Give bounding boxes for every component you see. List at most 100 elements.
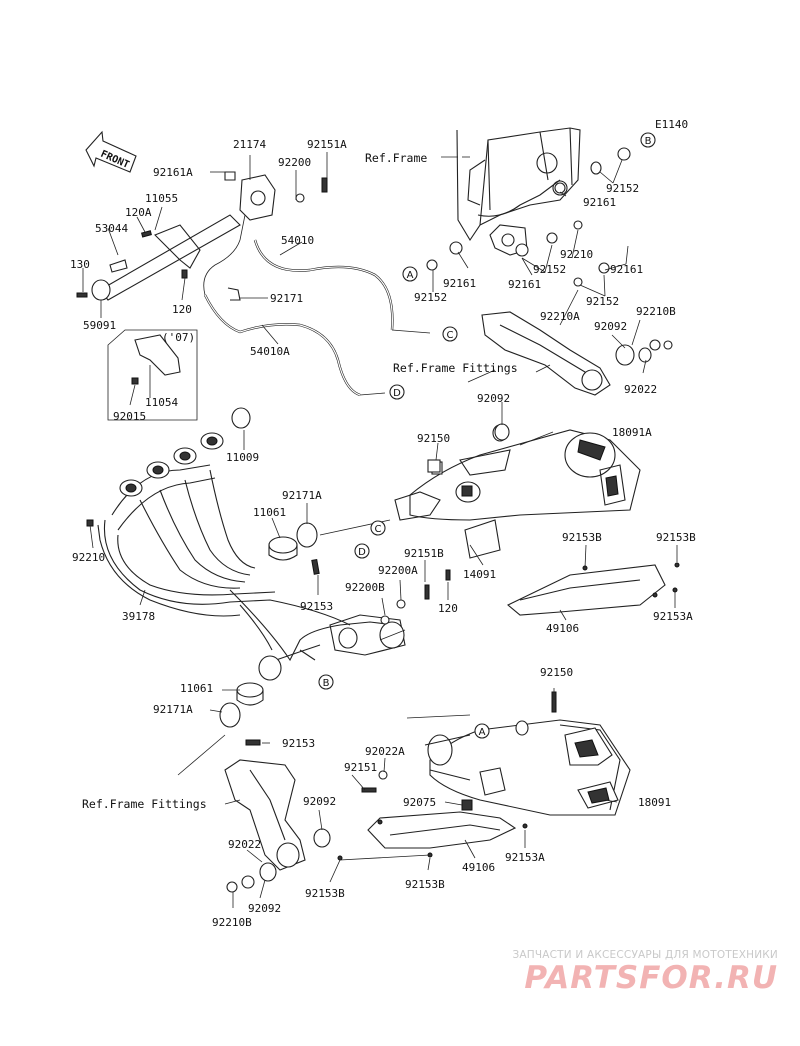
svg-text:C: C: [375, 524, 382, 535]
part-label: 92153: [300, 600, 333, 613]
part-label: 130: [70, 258, 90, 271]
part-label: 92150: [417, 432, 450, 445]
part-label: 54010: [281, 234, 314, 247]
part-label: 92153: [282, 737, 315, 750]
frame-drawing: [456, 127, 581, 256]
callout-a-bottom: A: [474, 723, 490, 739]
part-label: 92152: [533, 263, 566, 276]
part-label: 21174: [233, 138, 266, 151]
part-label: 92171: [270, 292, 303, 305]
header-rings: [119, 432, 224, 497]
throttle-cables: [203, 214, 431, 397]
muffler-bottom: [424, 719, 631, 816]
part-label: 92161: [508, 278, 541, 291]
part-label: 120A: [125, 206, 152, 219]
part-label: 92152: [606, 182, 639, 195]
svg-text:A: A: [407, 270, 414, 281]
part-label: 92152: [586, 295, 619, 308]
part-label: 92210A: [540, 310, 580, 323]
part-label: 92210: [72, 551, 105, 564]
heat-guard-mid: [506, 562, 680, 616]
callout-c-mid: C: [370, 520, 386, 536]
part-label: 92150: [540, 666, 573, 679]
callout-b-top: B: [640, 132, 656, 148]
part-label: 92022A: [365, 745, 405, 758]
svg-text:A: A: [479, 727, 486, 738]
callout-d-mid: D: [354, 543, 370, 559]
part-label: 92200A: [378, 564, 418, 577]
part-label: 11061: [253, 506, 286, 519]
part-label: 92210B: [636, 305, 676, 318]
part-label: 92153B: [405, 878, 445, 891]
part-label: 92022: [624, 383, 657, 396]
part-label: 92161: [583, 196, 616, 209]
part-label: 18091: [638, 796, 671, 809]
part-label: 92152: [414, 291, 447, 304]
part-label: 92092: [594, 320, 627, 333]
ref-frame-fittings-top-label: Ref.Frame Fittings: [393, 361, 518, 375]
part-label: 11055: [145, 192, 178, 205]
part-label: 92210: [560, 248, 593, 261]
callout-c-top: C: [442, 326, 458, 342]
part-label: 92153A: [505, 851, 545, 864]
part-label: 92151B: [404, 547, 444, 560]
heat-guard-bottom: [337, 811, 528, 861]
callout-b-mid: B: [318, 674, 334, 690]
part-label: 92161: [610, 263, 643, 276]
part-label: 14091: [463, 568, 496, 581]
watermark-subtitle: ЗАПЧАСТИ И АКСЕССУАРЫ ДЛЯ МОТОТЕХНИКИ: [512, 949, 778, 961]
part-label: 92171A: [153, 703, 193, 716]
part-label: 11054: [145, 396, 178, 409]
clamp-bottom: [219, 682, 264, 746]
part-label: 39178: [122, 610, 155, 623]
ref-frame-label: Ref.Frame: [365, 151, 427, 165]
header-pipes: [97, 464, 396, 662]
part-label: 92171A: [282, 489, 322, 502]
part-label: 54010A: [250, 345, 290, 358]
clamp-top: [268, 522, 320, 575]
mounting-bracket-bottom: [224, 759, 331, 893]
front-arrow-icon: FRONT: [85, 130, 137, 173]
part-label: 92022: [228, 838, 261, 851]
part-label: 92200: [278, 156, 311, 169]
part-label: 53044: [95, 222, 128, 235]
fasteners-top-right: [86, 147, 673, 793]
part-label: 92200B: [345, 581, 385, 594]
part-label: 49106: [462, 861, 495, 874]
year-note: ('07): [162, 331, 195, 344]
part-label: 92153B: [656, 531, 696, 544]
part-label: 49106: [546, 622, 579, 635]
part-label: 92153A: [653, 610, 693, 623]
bracket-07-box: [107, 329, 198, 421]
svg-text:C: C: [447, 330, 454, 341]
part-label: 92015: [113, 410, 146, 423]
callout-a-top: A: [402, 266, 418, 282]
part-label: 92161A: [153, 166, 193, 179]
part-labels: 21174 92151A 92161A 92200 11055 120A 530…: [70, 138, 696, 929]
part-label: 92210B: [212, 916, 252, 929]
diagram-code: E1140: [655, 118, 688, 131]
watermark-logo: PARTSFOR.RU: [524, 960, 778, 996]
collector-joint: [258, 614, 406, 681]
part-label: 120: [172, 303, 192, 316]
part-label: 18091A: [612, 426, 652, 439]
part-label: 92092: [303, 795, 336, 808]
part-label: 120: [438, 602, 458, 615]
part-label: 92075: [403, 796, 436, 809]
part-label: 92153B: [305, 887, 345, 900]
mounting-bracket-top: [481, 311, 661, 396]
part-label: 92153B: [562, 531, 602, 544]
part-label: 92151: [344, 761, 377, 774]
svg-text:D: D: [358, 547, 366, 558]
gasket-ring-icon: [231, 407, 251, 429]
svg-text:B: B: [645, 136, 652, 147]
ref-frame-fittings-bottom-label: Ref.Frame Fittings: [82, 797, 207, 811]
part-label: 92092: [248, 902, 281, 915]
part-label: 92092: [477, 392, 510, 405]
part-label: 92151A: [307, 138, 347, 151]
part-label: 92161: [443, 277, 476, 290]
svg-text:B: B: [323, 678, 330, 689]
callout-d-top: D: [389, 384, 405, 400]
part-label: 11009: [226, 451, 259, 464]
